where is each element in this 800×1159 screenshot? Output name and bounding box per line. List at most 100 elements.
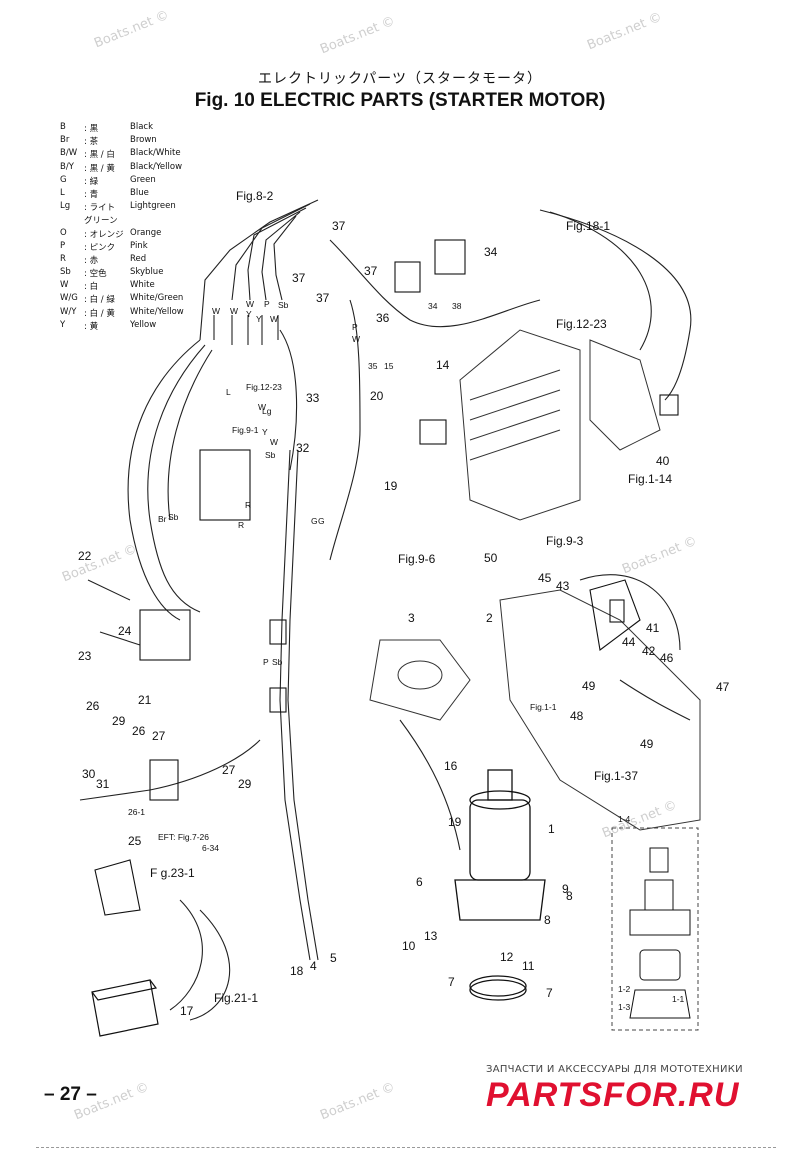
wire-label: P [263,657,269,667]
ref-fig-18-1: Fig.18-1 [566,219,610,233]
wire-label: W [270,437,278,447]
wire-label: R [245,500,251,510]
fuse-41 [609,599,625,623]
ref-fig-12-23b: Fig.12-23 [246,382,282,392]
wire-label: L [226,387,231,397]
wire-label: W [258,402,266,412]
cable-48 [619,679,691,721]
legend-jp: : 白 / 緑 [84,295,115,306]
part-13: 13 [424,929,438,943]
main-harness [127,339,201,621]
legend-code: Lg [60,201,71,212]
rectifier-24 [139,609,191,661]
part-43: 43 [556,579,570,593]
legend-code: Sb [60,267,71,278]
part-9: 9 [562,882,569,896]
relay-9-1 [199,449,251,521]
part-25: 25 [128,834,142,848]
part-3: 3 [408,611,415,625]
wire-label: Lg [262,406,272,416]
crankcase [499,589,701,831]
legend-code: B/W [60,148,78,159]
part-20: 20 [370,389,384,403]
legend-code: W/G [60,293,78,304]
legend-en: White/Green [130,293,184,304]
part-41: 41 [646,621,660,635]
ref-fig-9-3: Fig.9-3 [546,534,584,548]
wire-label: Y [262,427,268,437]
part-14: 14 [436,358,450,372]
wire-label: Sb [278,300,289,310]
part-37b: 37 [292,271,306,285]
cover-40 [589,339,661,451]
legend-en: Lightgreen [130,201,176,212]
part-46: 46 [660,651,674,665]
relay-34b [434,239,466,275]
engine-block [459,329,581,521]
battery [91,979,159,1037]
part-36: 36 [376,311,390,325]
part-33: 33 [306,391,320,405]
legend-code: R [60,253,66,264]
legend-en: Red [130,253,147,264]
legend-en: Blue [130,187,149,198]
figure-title: Fig. 10 ELECTRIC PARTS (STARTER MOTOR) [194,90,606,111]
ref-fig-12-23: Fig.12-23 [556,317,607,331]
legend-jp: グリーン [84,216,118,227]
part-26a: 26 [86,699,100,713]
title-japanese: エレクトリックパーツ（スタータモータ） [257,71,543,87]
part-49a: 49 [582,679,596,693]
ref-fig-23-1: F g.23-1 [150,866,195,880]
part-42: 42 [642,644,656,658]
legend-jp: : 青 [84,189,99,200]
part-30: 30 [82,767,96,781]
part-37a: 37 [332,219,346,233]
legend-en: Black/White [130,148,181,159]
wire-label: R [238,520,244,530]
ref-fig-9-1: Fig.9-1 [232,425,259,435]
part-1-1: 1-1 [672,994,685,1004]
wire-label: Br [158,514,167,524]
part-45: 45 [538,571,552,585]
legend-en: Brown [130,135,157,146]
legend-code: Y [60,319,66,330]
legend-code: W [60,280,69,291]
part-15: 15 [384,361,394,371]
wire-label: P [352,322,358,332]
battery-cable [169,899,203,1011]
legend-code: Br [60,135,70,146]
ref-eft-2: 6-34 [202,843,219,853]
part-8a: 8 [544,913,551,927]
bracket-3 [369,639,471,721]
legend-jp: : 黒 / 黄 [84,163,115,174]
brand-logo: PARTSFOR.RU [486,1076,740,1114]
center-loom [279,449,311,961]
part-19a: 19 [448,815,462,829]
part-1-2: 1-2 [618,984,631,994]
part-40: 40 [656,454,670,468]
wire-label: G [311,516,318,526]
part-10: 10 [402,939,416,953]
part-34a: 34 [484,245,498,259]
legend-jp: : 白 [84,282,99,293]
legend-jp: : オレンジ [84,229,124,240]
wire-label: G [318,516,325,526]
legend-code: G [60,174,67,185]
part-26b: 26 [132,724,146,738]
part-35: 35 [368,361,378,371]
part-18: 18 [290,964,304,978]
legend-jp: : ライト [84,203,116,214]
part-38: 38 [452,301,462,311]
part-31: 31 [96,777,110,791]
remote-box [94,859,141,916]
wire-label: Sb [272,657,283,667]
part-12: 12 [500,950,514,964]
wire-label: P [264,299,270,309]
ref-fig-1-1: Fig.1-1 [530,702,557,712]
legend-jp: : ピンク [84,242,116,253]
legend-code: B/Y [60,161,74,172]
ref-fig-1-37: Fig.1-37 [594,769,638,783]
wire-label: Y [246,309,252,319]
part-21: 21 [138,693,152,707]
